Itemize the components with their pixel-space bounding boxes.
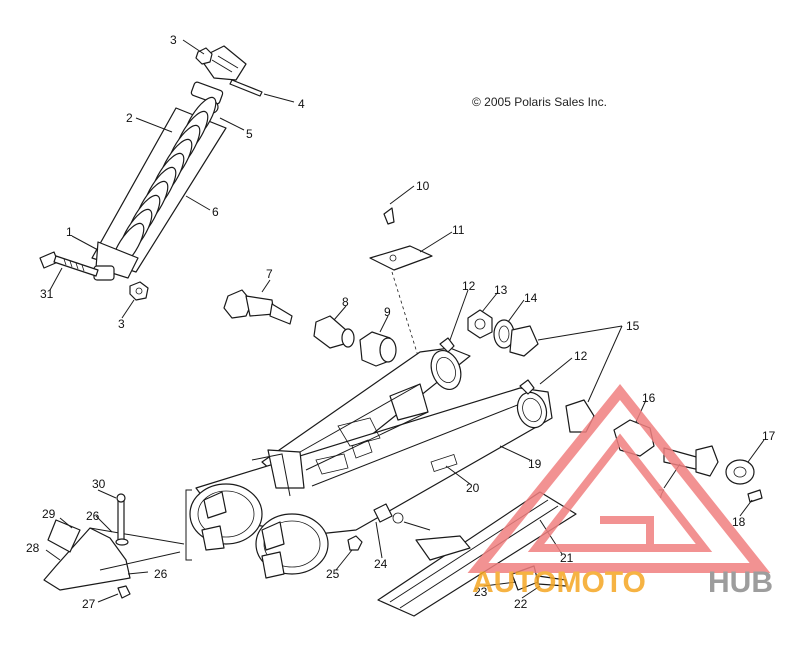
grease-fitting-12a (439, 337, 455, 353)
axle-housing-clamps (185, 453, 329, 579)
callout-13: 13 (494, 283, 508, 297)
callout-7: 7 (266, 267, 273, 281)
callout-29: 29 (42, 507, 56, 521)
callout-15: 15 (626, 319, 640, 333)
callout-4: 4 (298, 97, 305, 111)
shock-upper-nut (195, 47, 213, 65)
callout-27: 27 (82, 597, 96, 611)
nut-24 (373, 503, 393, 523)
callout-20: 20 (466, 481, 480, 495)
callout-10: 10 (416, 179, 430, 193)
shock-lower-nut (129, 281, 149, 301)
screw-18 (747, 489, 763, 503)
callout-17: 17 (762, 429, 776, 443)
slider-bracket (415, 535, 471, 561)
callout-3-lower: 3 (118, 317, 125, 331)
lock-plate-17 (725, 459, 755, 485)
callout-19: 19 (528, 457, 542, 471)
bolt-22 (537, 575, 567, 587)
watermark-text-gray: HUB (708, 566, 773, 599)
bushing-9 (359, 331, 397, 367)
callout-26-lower: 26 (154, 567, 168, 581)
callout-5: 5 (246, 127, 253, 141)
shock-spring (111, 96, 217, 270)
callout-11: 11 (452, 223, 465, 237)
callout-31: 31 (40, 287, 54, 301)
pivot-nut-13 (467, 309, 493, 339)
callout-12: 12 (462, 279, 476, 293)
automotohub-watermark: AUTOMOTO HUB (467, 384, 773, 599)
pivot-bolt-right-head (695, 445, 719, 477)
callout-18: 18 (732, 515, 746, 529)
callout-28: 28 (26, 541, 40, 555)
callout-24: 24 (374, 557, 388, 571)
callout-21: 21 (560, 551, 574, 565)
chain-guide-bracket (43, 493, 185, 599)
bushing-8 (313, 315, 355, 349)
callout-30: 30 (92, 477, 106, 491)
shock-lower-bolt (53, 255, 99, 277)
grease-plate (369, 245, 433, 271)
callout-14: 14 (524, 291, 538, 305)
callout-16: 16 (642, 391, 656, 405)
callout-25: 25 (326, 567, 340, 581)
callout-12-rear: 12 (574, 349, 588, 363)
callout-9: 9 (384, 305, 391, 319)
copyright-text: © 2005 Polaris Sales Inc. (472, 95, 607, 109)
grease-fitting-screw (383, 207, 395, 225)
callout-23: 23 (474, 585, 488, 599)
callout-22: 22 (514, 597, 528, 611)
chain-slider (377, 491, 577, 617)
shock-upper-bolt (229, 79, 263, 97)
callout-26: 26 (86, 509, 100, 523)
grease-fitting-12b (519, 379, 535, 395)
callout-6: 6 (212, 205, 219, 219)
callout-8: 8 (342, 295, 349, 309)
callout-1: 1 (66, 225, 73, 239)
leader-lines (45, 39, 765, 603)
pivot-bolt-left (223, 289, 293, 325)
callout-numbers: 3 4 2 5 6 1 31 3 7 8 9 10 11 12 13 14 15… (26, 33, 776, 611)
nut-25 (347, 535, 363, 551)
bushing-15a (509, 325, 539, 357)
watermark-text-orange: AUTOMOTO (472, 566, 646, 599)
callout-2: 2 (126, 111, 133, 125)
callout-3: 3 (170, 33, 177, 47)
shock-absorber (39, 45, 263, 301)
